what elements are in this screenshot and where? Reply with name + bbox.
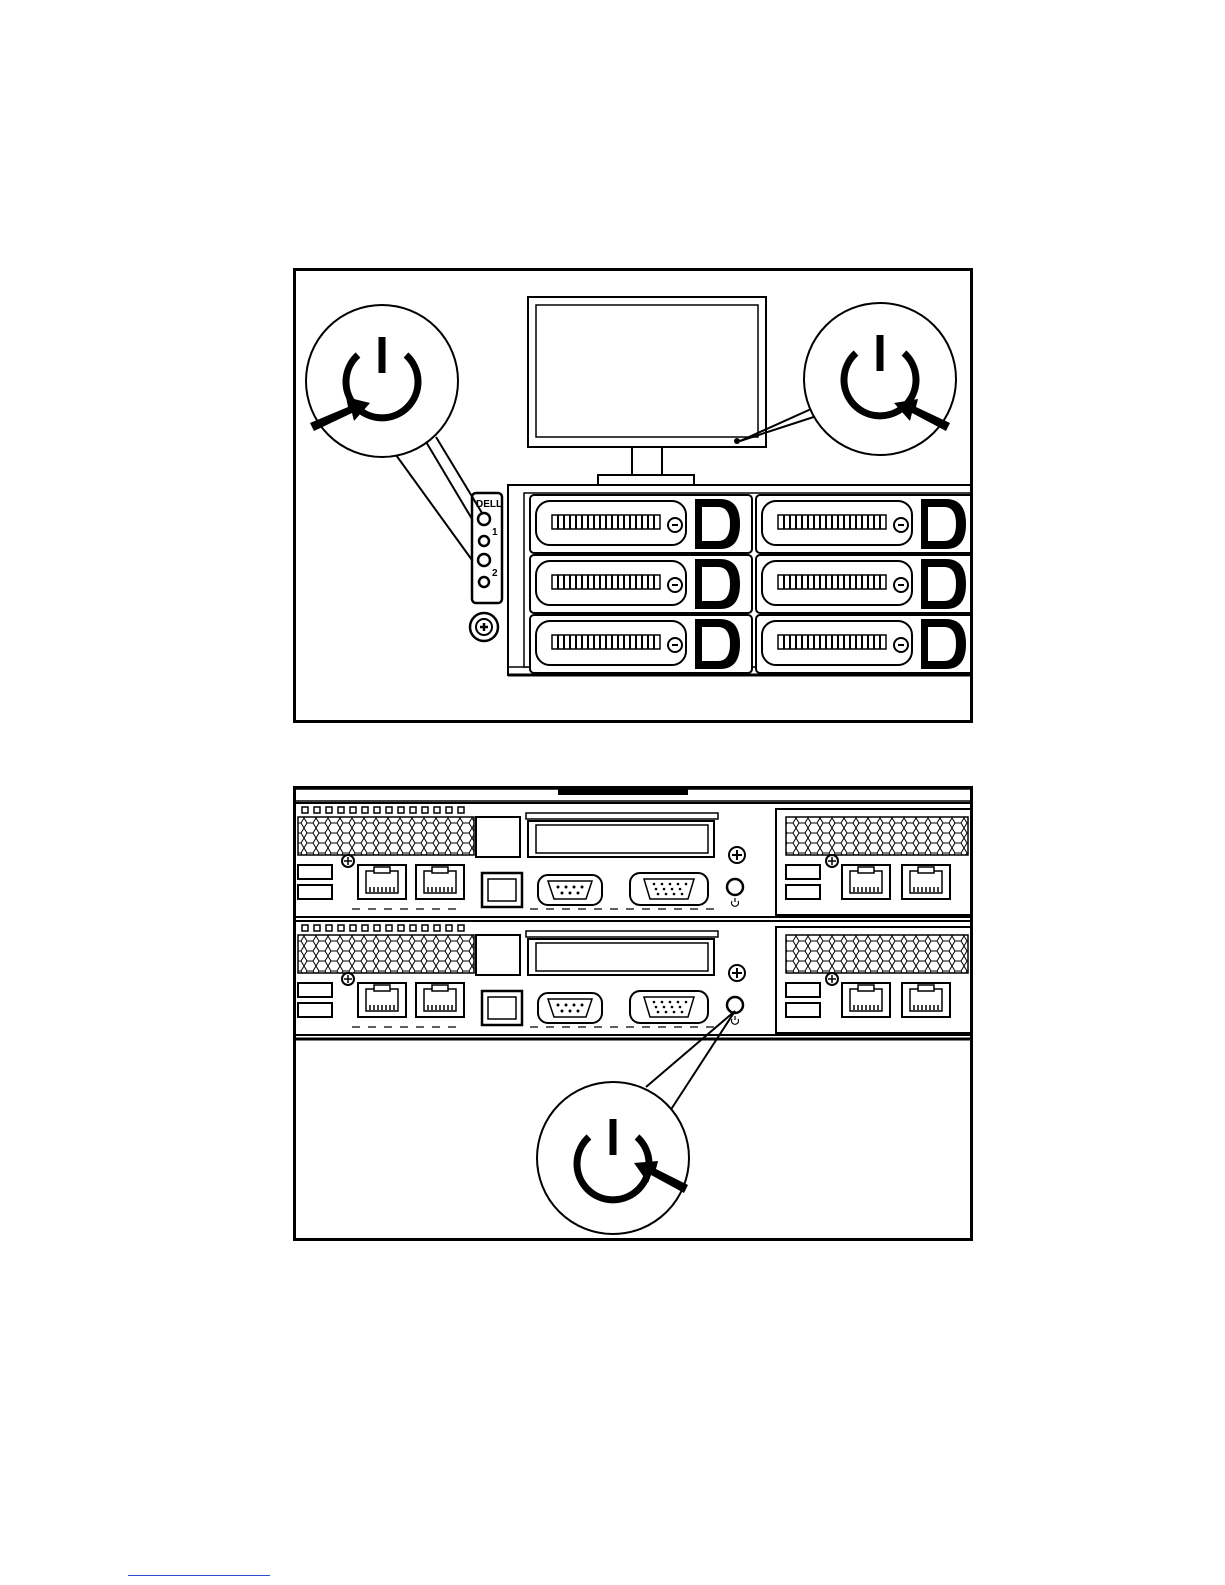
node-power-callout bbox=[537, 1011, 735, 1234]
rear-view-figure bbox=[293, 786, 973, 1241]
front-view-figure: DELL 1 2 bbox=[293, 268, 973, 723]
monitor-power-callout bbox=[740, 303, 956, 455]
node-1-label: 1 bbox=[492, 527, 498, 538]
node-2-label: 2 bbox=[492, 568, 498, 579]
drive-bays bbox=[530, 495, 970, 673]
footnote-rule bbox=[128, 1575, 270, 1576]
node-1-power-button[interactable] bbox=[478, 513, 490, 525]
rear-node-2 bbox=[296, 921, 970, 1035]
monitor bbox=[528, 297, 766, 487]
control-panel: DELL 1 2 bbox=[470, 493, 502, 641]
node-2-power-button[interactable] bbox=[478, 554, 490, 566]
system-power-callout bbox=[306, 305, 482, 560]
rear-node-1 bbox=[296, 803, 970, 917]
rear-chassis bbox=[296, 789, 970, 801]
